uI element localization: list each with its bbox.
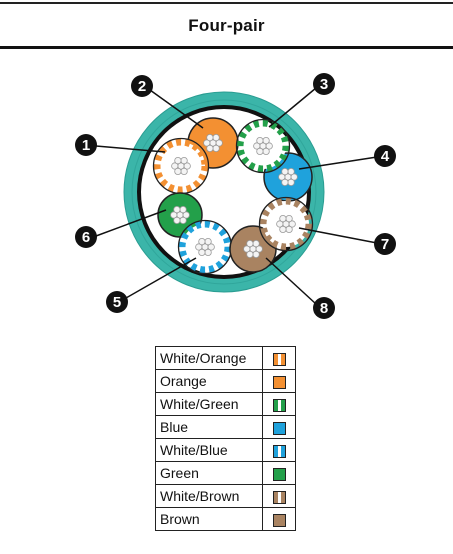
legend-row: Brown <box>155 507 296 531</box>
callout-7: 7 <box>374 233 396 255</box>
legend-row: White/Orange <box>155 346 296 370</box>
brown-pair <box>229 196 314 273</box>
white-blue-swatch <box>272 444 286 458</box>
legend-row: Orange <box>155 369 296 393</box>
legend-swatch-cell <box>262 369 296 393</box>
svg-text:6: 6 <box>82 229 90 246</box>
white-orange-swatch <box>272 352 286 366</box>
legend-row: Blue <box>155 415 296 439</box>
white-green-swatch <box>272 398 286 412</box>
page-title: Four-pair <box>188 16 265 35</box>
legend-label: Orange <box>155 369 263 393</box>
legend-row: White/Green <box>155 392 296 416</box>
svg-text:2: 2 <box>138 78 146 95</box>
legend-label: White/Orange <box>155 346 263 370</box>
legend-label: Green <box>155 461 263 485</box>
legend-row: Green <box>155 461 296 485</box>
legend-swatch-cell <box>262 415 296 439</box>
svg-text:7: 7 <box>381 236 389 253</box>
legend-swatch-cell <box>262 507 296 531</box>
legend-label: Blue <box>155 415 263 439</box>
orange-pair <box>152 117 239 195</box>
callout-8: 8 <box>313 297 335 319</box>
blue-swatch <box>272 421 286 435</box>
legend-swatch-cell <box>262 346 296 370</box>
legend-swatch-cell <box>262 461 296 485</box>
svg-text:5: 5 <box>113 294 121 311</box>
leader-lines <box>95 87 378 305</box>
blue-pair <box>235 118 313 202</box>
svg-text:8: 8 <box>320 300 328 317</box>
green-swatch <box>272 467 286 481</box>
legend-row: White/Brown <box>155 484 296 508</box>
callout-1: 1 <box>75 134 97 156</box>
legend-label: White/Green <box>155 392 263 416</box>
legend-label: White/Blue <box>155 438 263 462</box>
cable-cross-section-diagram: 1 2 3 4 5 6 7 8 <box>75 73 396 319</box>
callout-4: 4 <box>374 145 396 167</box>
svg-text:4: 4 <box>381 148 390 165</box>
svg-text:3: 3 <box>320 76 328 93</box>
brown-swatch <box>272 513 286 527</box>
legend-swatch-cell <box>262 438 296 462</box>
header-rule <box>0 46 453 49</box>
callout-6: 6 <box>75 226 97 248</box>
orange-swatch <box>272 375 286 389</box>
legend-label: White/Brown <box>155 484 263 508</box>
svg-text:1: 1 <box>82 137 90 154</box>
callout-3: 3 <box>313 73 335 95</box>
legend-swatch-cell <box>262 392 296 416</box>
legend-label: Brown <box>155 507 263 531</box>
top-rule <box>0 2 453 4</box>
white-brown-swatch <box>272 490 286 504</box>
callout-2: 2 <box>131 75 153 97</box>
callout-5: 5 <box>106 291 128 313</box>
legend-row: White/Blue <box>155 438 296 462</box>
legend-swatch-cell <box>262 484 296 508</box>
